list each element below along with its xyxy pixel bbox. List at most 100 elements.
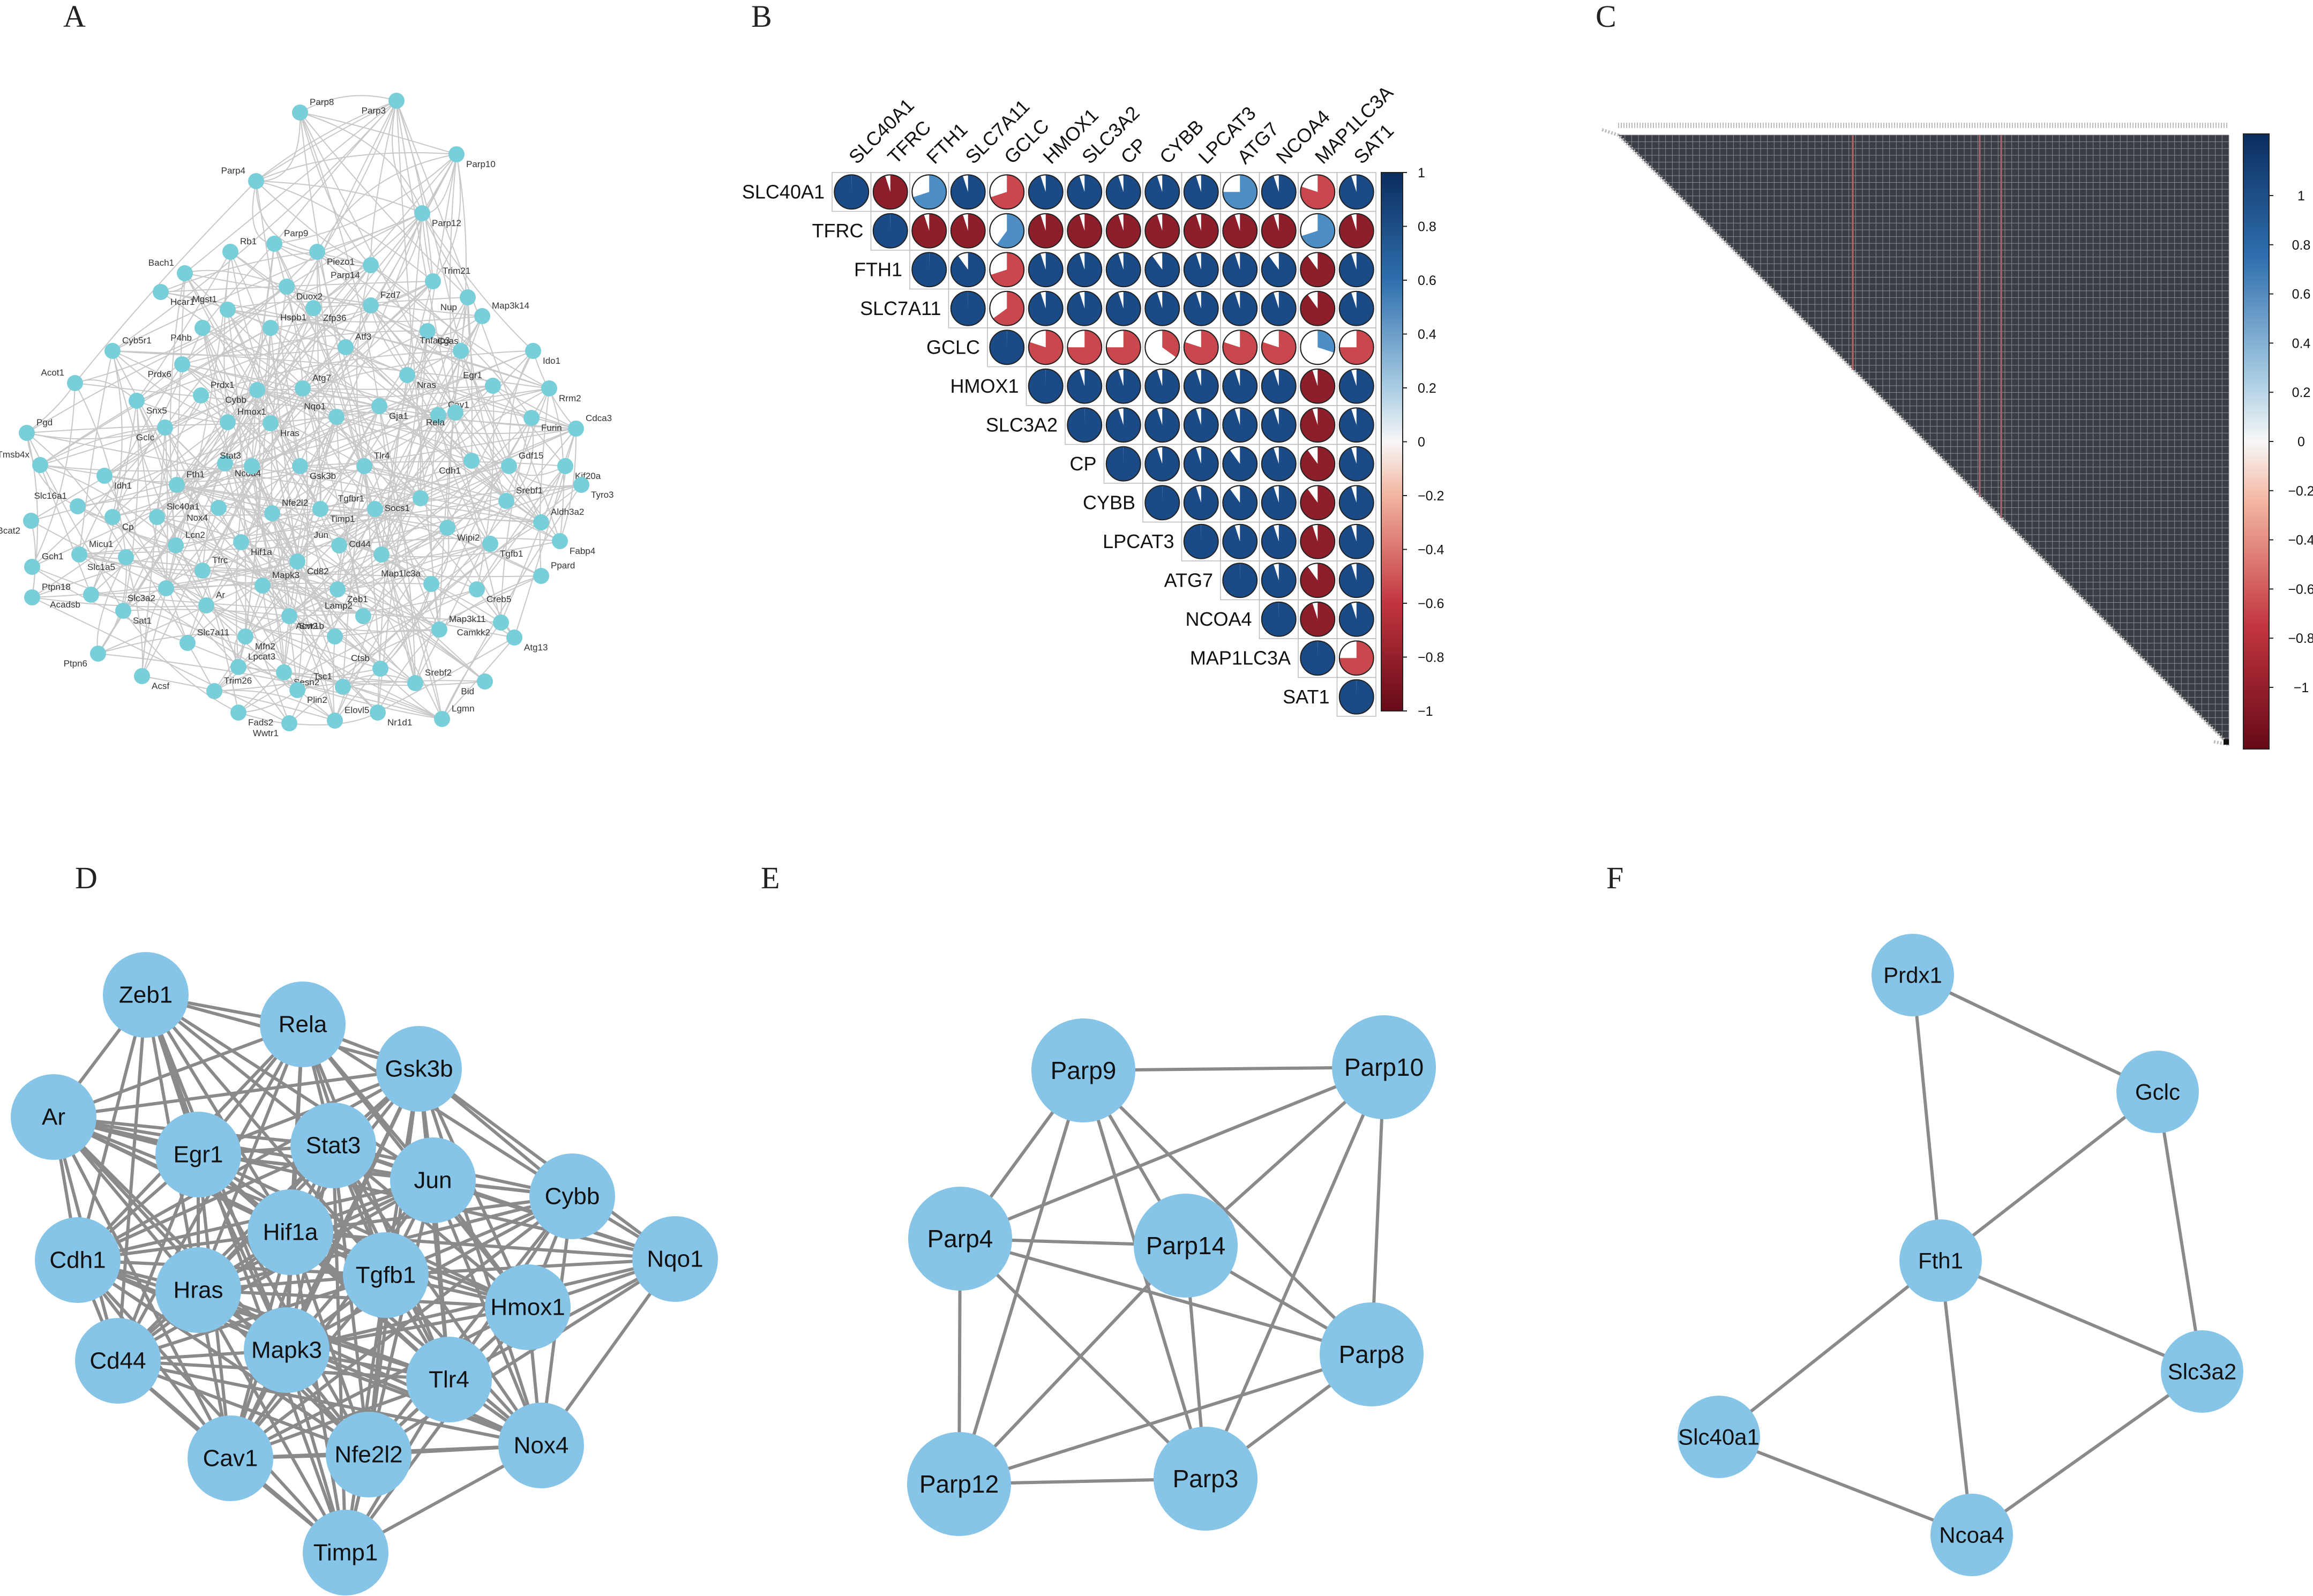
- network-a-node-piezo1[interactable]: [309, 244, 325, 260]
- network-a-node-hspb1[interactable]: [263, 320, 279, 336]
- network_d-node-tlr4[interactable]: [406, 1337, 492, 1422]
- network-a-node-tmsb4x[interactable]: [32, 457, 48, 473]
- network_d-node-cav1[interactable]: [188, 1415, 273, 1501]
- network_d-node-jun[interactable]: [390, 1137, 476, 1223]
- network_e-node-parp4[interactable]: [908, 1187, 1012, 1291]
- network-a-node-ptpn6[interactable]: [90, 646, 106, 662]
- network-a-node-gdf15[interactable]: [501, 458, 517, 474]
- network_f-node-gclc[interactable]: [2116, 1051, 2199, 1133]
- network-a-node-cdca3[interactable]: [568, 421, 584, 437]
- network_d-node-cd44[interactable]: [75, 1318, 161, 1404]
- network-a-node-slc3a2[interactable]: [158, 580, 174, 596]
- network_d-node-timp1[interactable]: [303, 1510, 388, 1595]
- network_d-node-egr1[interactable]: [155, 1112, 241, 1197]
- network_d-node-stat3[interactable]: [290, 1103, 376, 1188]
- network_d-node-hmox1[interactable]: [485, 1264, 571, 1350]
- network_d-node-ar[interactable]: [11, 1074, 96, 1160]
- network-a-node-rrm2[interactable]: [541, 380, 557, 396]
- network-a-node-bid[interactable]: [477, 673, 493, 690]
- network_e-node-parp3[interactable]: [1154, 1427, 1257, 1531]
- network-a-node-creb5[interactable]: [469, 581, 485, 597]
- network-a-node-parp9[interactable]: [266, 236, 282, 252]
- network-a-node-gch1[interactable]: [24, 559, 40, 575]
- network-a-node-kif20a[interactable]: [557, 458, 573, 474]
- network-a-node-nr1d1[interactable]: [370, 705, 386, 721]
- network-a-node-fabp4[interactable]: [552, 533, 568, 549]
- network_e-node-parp8[interactable]: [1320, 1302, 1424, 1406]
- network_d-node-nqo1[interactable]: [632, 1216, 718, 1302]
- network-a-node-parp14[interactable]: [363, 257, 379, 273]
- network_d-node-gsk3b[interactable]: [376, 1026, 462, 1112]
- network-a-node-p4hb[interactable]: [194, 320, 211, 336]
- network-a-node-nox4[interactable]: [211, 500, 227, 516]
- network-a-node-tyro3[interactable]: [573, 477, 589, 493]
- network_d-node-cdh1[interactable]: [35, 1217, 121, 1303]
- network_f-node-slc40a1[interactable]: [1678, 1396, 1760, 1478]
- network-a-node-micu1[interactable]: [71, 546, 87, 563]
- network-a-node-plin2[interactable]: [289, 682, 305, 698]
- network-a-node-cyb5r1[interactable]: [104, 343, 121, 359]
- network-a-node-sirt2[interactable]: [281, 608, 297, 624]
- network-a-node-hcar1[interactable]: [153, 284, 169, 300]
- network-a-node-nfe2l2[interactable]: [264, 505, 280, 521]
- network_d-node-tgfb1[interactable]: [343, 1232, 429, 1318]
- network_d-node-mapk3[interactable]: [244, 1307, 330, 1393]
- network-a-node-bach1[interactable]: [177, 265, 193, 281]
- network-a-node-fzd7[interactable]: [363, 297, 379, 313]
- network-a-node-timp1[interactable]: [312, 501, 328, 517]
- network-a-node-ar[interactable]: [198, 597, 214, 613]
- network_d-node-hif1a[interactable]: [248, 1189, 333, 1275]
- network-a-node-ctsb[interactable]: [372, 661, 388, 677]
- network-a-node-rela[interactable]: [447, 404, 463, 421]
- network-a-node-fads2[interactable]: [230, 705, 246, 721]
- network-a-node-camkk2[interactable]: [493, 615, 509, 631]
- network_e-node-parp14[interactable]: [1134, 1194, 1238, 1298]
- network-a-node-cgas[interactable]: [420, 323, 436, 339]
- network-a-node-parp8[interactable]: [292, 104, 308, 121]
- network-a-node-jun[interactable]: [331, 537, 347, 553]
- network-a-node-furin[interactable]: [523, 410, 540, 426]
- network-a-node-cybb[interactable]: [249, 382, 265, 398]
- network-a-node-lgmn[interactable]: [434, 711, 450, 727]
- network-a-node-snx5[interactable]: [129, 393, 145, 409]
- network-a-node-zeb1[interactable]: [330, 581, 346, 597]
- network-a-node-acsf[interactable]: [134, 668, 150, 684]
- network_e-node-parp12[interactable]: [907, 1432, 1011, 1536]
- network-a-node-slc7a11[interactable]: [179, 635, 196, 651]
- network_d-node-nfe2l2[interactable]: [326, 1412, 411, 1497]
- network-a-node-nqo1[interactable]: [328, 409, 345, 425]
- network-a-node-cp[interactable]: [104, 509, 121, 525]
- network_d-node-cybb[interactable]: [529, 1153, 615, 1239]
- network-a-node-map3k14[interactable]: [474, 308, 490, 324]
- network-a-node-slc16a1[interactable]: [70, 498, 86, 514]
- network-a-node-ido1[interactable]: [525, 343, 541, 359]
- network-a-node-gja1[interactable]: [371, 398, 387, 414]
- network-a-node-bcat2[interactable]: [23, 513, 39, 529]
- network_d-node-nox4[interactable]: [498, 1403, 584, 1488]
- network-a-node-srebf1[interactable]: [498, 493, 514, 509]
- network-a-node-acadsb[interactable]: [83, 587, 99, 603]
- network-a-node-ppard[interactable]: [533, 568, 549, 584]
- network-a-node-slc1a5[interactable]: [118, 549, 134, 565]
- network-a-node-nup[interactable]: [460, 289, 476, 305]
- network-a-node-socs1[interactable]: [413, 490, 429, 506]
- network-a-node-wwtr1[interactable]: [281, 715, 297, 731]
- network-a-node-trim21[interactable]: [425, 273, 441, 289]
- network-a-node-tgfb1[interactable]: [482, 536, 498, 552]
- network-a-node-atf3[interactable]: [338, 339, 354, 355]
- network-a-node-zfp36[interactable]: [305, 300, 321, 316]
- network-a-node-fth1[interactable]: [169, 477, 185, 493]
- network-a-node-lcn2[interactable]: [168, 537, 184, 553]
- network-a-node-srebf2[interactable]: [407, 675, 423, 691]
- network-a-node-hras[interactable]: [263, 415, 279, 431]
- network-a-node-ncoa4[interactable]: [217, 455, 233, 471]
- network-a-node-slc40a1[interactable]: [149, 509, 165, 525]
- network-a-node-gclc[interactable]: [157, 419, 173, 436]
- network-a-node-parp12[interactable]: [414, 205, 430, 221]
- network-a-node-cdh1[interactable]: [463, 453, 480, 469]
- network_d-node-hras[interactable]: [155, 1247, 241, 1333]
- network-a-node-pgd[interactable]: [19, 425, 35, 441]
- network-a-node-tsc1[interactable]: [335, 679, 351, 695]
- network_f-node-slc3a2[interactable]: [2161, 1330, 2243, 1413]
- network-a-node-sesn2[interactable]: [276, 664, 292, 680]
